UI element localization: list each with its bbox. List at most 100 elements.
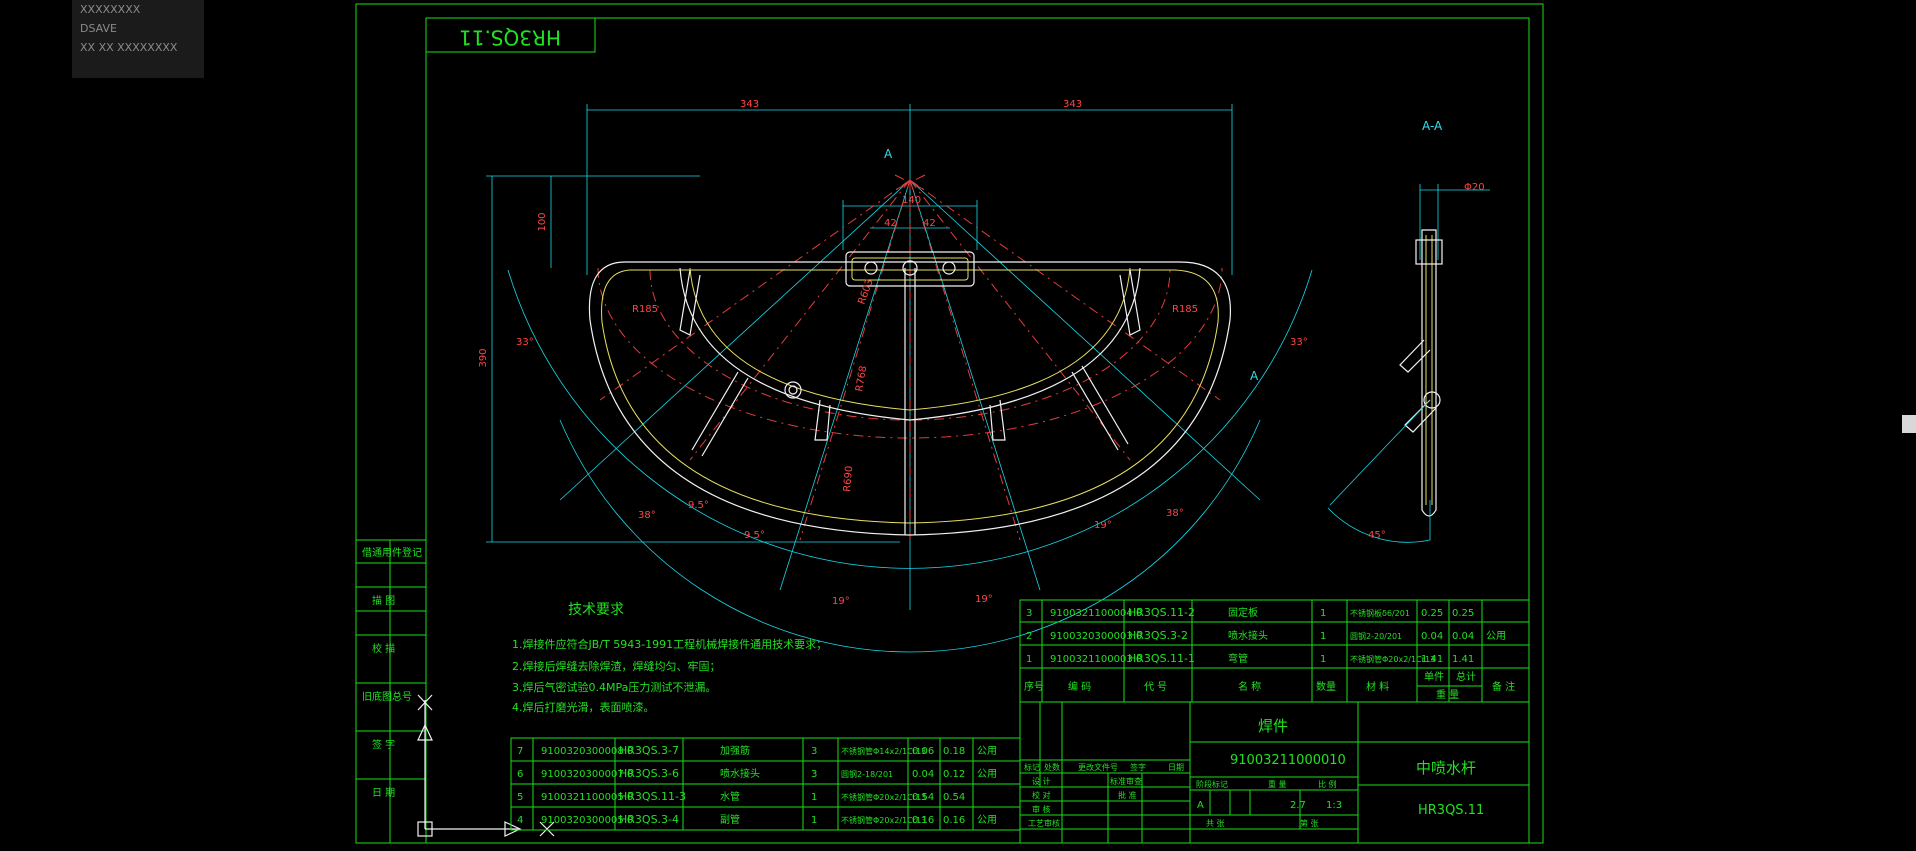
svg-text:3: 3 <box>1026 608 1032 619</box>
svg-text:圆钢2-18/201: 圆钢2-18/201 <box>841 769 893 779</box>
svg-text:9100321100005 0: 9100321100005 0 <box>541 792 633 803</box>
r768: R768 <box>854 365 869 393</box>
svg-text:HR3QS.11-1: HR3QS.11-1 <box>1128 652 1195 665</box>
angle-9-5-b: 9.5° <box>744 530 765 541</box>
svg-text:总计: 总计 <box>1456 670 1476 683</box>
svg-text:1: 1 <box>1320 631 1326 642</box>
svg-text:标记: 标记 <box>1024 762 1040 772</box>
svg-text:9100320300005 0: 9100320300005 0 <box>541 815 633 826</box>
r185-right: R185 <box>1172 304 1198 315</box>
overlay-line-3: XX XX XXXXXXXX <box>80 41 178 54</box>
svg-text:HR3QS.11-3: HR3QS.11-3 <box>619 790 686 803</box>
svg-text:9100320300003 0: 9100320300003 0 <box>1050 631 1142 642</box>
angle-33-left: 33° <box>516 337 534 348</box>
angle-38-left: 38° <box>638 510 656 521</box>
scrollbar-thumb[interactable] <box>1902 415 1916 433</box>
bom-upper-row-2: 1 9100321100003 0 HR3QS.11-1 弯管 1 不锈钢管Φ2… <box>1026 652 1474 665</box>
section-marker-top: A <box>884 147 893 161</box>
angle-38-right: 38° <box>1166 508 1184 519</box>
svg-text:HR3QS.3-4: HR3QS.3-4 <box>619 813 679 826</box>
angle-45: 45° <box>1368 530 1386 541</box>
dim-42-left: 42 <box>884 218 897 229</box>
command-overlay: XXXXXXXX DSAVE XX XX XXXXXXXX <box>72 0 204 78</box>
left-label-2: 校 描 <box>372 642 395 655</box>
svg-text:0.06: 0.06 <box>912 746 934 757</box>
tech-item-4: 4.焊后打磨光滑，表面喷漆。 <box>512 700 655 714</box>
svg-text:公用: 公用 <box>977 769 997 780</box>
svg-text:喷水接头: 喷水接头 <box>1228 629 1268 642</box>
left-label-3: 旧底图总号 <box>362 690 412 703</box>
dim-d20: Φ20 <box>1464 182 1485 193</box>
angle-19-b: 19° <box>975 594 993 605</box>
svg-text:0.25: 0.25 <box>1421 608 1443 619</box>
svg-text:1: 1 <box>811 792 817 803</box>
svg-text:校 对: 校 对 <box>1032 790 1051 800</box>
svg-text:4: 4 <box>517 815 523 826</box>
left-label-1: 描 图 <box>372 594 395 607</box>
svg-text:2: 2 <box>1026 631 1032 642</box>
svg-text:代 号: 代 号 <box>1144 681 1167 693</box>
bom-upper-row-1: 2 9100320300003 0 HR3QS.3-2 喷水接头 1 圆钢2-2… <box>1026 629 1506 642</box>
part-outline: R185 R185 R603 R768 R690 A A <box>588 147 1259 536</box>
bom-lower-row-0: 7 9100320300008 0 HR3QS.3-7 加强筋 3 不锈钢管Φ1… <box>517 744 997 757</box>
section-marker-right: A <box>1250 369 1259 383</box>
dim-343-left: 343 <box>740 99 759 110</box>
angle-33-right: 33° <box>1290 337 1308 348</box>
svg-text:0.54: 0.54 <box>912 792 934 803</box>
bom-lower-row-3: 4 9100320300005 0 HR3QS.3-4 副管 1 不锈钢管Φ20… <box>517 813 997 826</box>
bom-upper-row-0: 3 9100321100004 0 HR3QS.11-2 固定板 1 不锈钢板δ… <box>1026 606 1474 619</box>
svg-text:7: 7 <box>517 746 523 757</box>
tech-item-1: 1.焊接件应符合JB/T 5943-1991工程机械焊接件通用技术要求； <box>512 637 827 651</box>
svg-text:更改文件号: 更改文件号 <box>1078 762 1118 772</box>
tech-item-3: 3.焊后气密试验0.4MPa压力测试不泄漏。 <box>512 680 716 694</box>
svg-text:阶段标记: 阶段标记 <box>1196 779 1228 789</box>
svg-text:0.04: 0.04 <box>912 769 934 780</box>
svg-text:0.16: 0.16 <box>912 815 934 826</box>
svg-text:设 计: 设 计 <box>1032 776 1051 786</box>
tech-title: 技术要求 <box>568 602 624 618</box>
svg-text:9100320300008 0: 9100320300008 0 <box>541 746 633 757</box>
svg-text:共 张: 共 张 <box>1206 819 1225 828</box>
svg-text:批 准: 批 准 <box>1118 790 1137 800</box>
svg-text:0.25: 0.25 <box>1452 608 1474 619</box>
tb-scale: 1:3 <box>1326 800 1342 811</box>
dim-343-right: 343 <box>1063 99 1082 110</box>
svg-text:公用: 公用 <box>977 746 997 757</box>
svg-text:日期: 日期 <box>1168 763 1184 772</box>
svg-text:编 码: 编 码 <box>1068 680 1091 693</box>
tb-drawing-name: 中喷水杆 <box>1416 759 1476 777</box>
svg-text:弯管: 弯管 <box>1228 652 1248 665</box>
svg-text:圆钢2-20/201: 圆钢2-20/201 <box>1350 631 1402 641</box>
tb-part-code: 91003211000010 <box>1230 753 1346 768</box>
svg-text:标准审查: 标准审查 <box>1110 776 1142 786</box>
sheet-border <box>355 3 1544 844</box>
bom-lower-row-2: 5 9100321100005 0 HR3QS.11-3 水管 1 不锈钢管Φ2… <box>517 790 965 803</box>
svg-text:材 料: 材 料 <box>1366 680 1389 693</box>
tech-requirements: 技术要求 1.焊接件应符合JB/T 5943-1991工程机械焊接件通用技术要求… <box>512 602 827 714</box>
svg-text:单件: 单件 <box>1424 671 1444 683</box>
svg-text:5: 5 <box>517 792 523 803</box>
svg-text:0.04: 0.04 <box>1452 631 1474 642</box>
dim-100: 100 <box>537 212 548 231</box>
svg-text:3: 3 <box>811 769 817 780</box>
svg-text:1: 1 <box>811 815 817 826</box>
svg-text:第 张: 第 张 <box>1300 818 1319 828</box>
svg-text:1.41: 1.41 <box>1421 654 1443 665</box>
svg-text:不锈钢管Φ20x2/1Cr13: 不锈钢管Φ20x2/1Cr13 <box>841 792 926 802</box>
svg-text:处数: 处数 <box>1044 762 1060 772</box>
left-label-4: 签 字 <box>372 738 395 751</box>
overlay-line-2[interactable]: DSAVE <box>80 22 117 35</box>
svg-text:HR3QS.11-2: HR3QS.11-2 <box>1128 606 1195 619</box>
svg-text:6: 6 <box>517 769 523 780</box>
top-title-tag <box>425 17 596 53</box>
bom-lower-row-1: 6 9100320300007 0 HR3QS.3-6 喷水接头 3 圆钢2-1… <box>517 767 997 780</box>
svg-text:签字: 签字 <box>1130 762 1146 772</box>
tech-item-2: 2.焊接后焊缝去除焊渣，焊缝均匀、牢固； <box>512 659 721 673</box>
title-block: 焊件 91003211000010 中喷水杆 HR3QS.11 A 2.7 1:… <box>1019 701 1530 844</box>
r690: R690 <box>842 465 855 492</box>
left-label-5: 日 期 <box>372 787 395 799</box>
section-label: A-A <box>1422 119 1443 133</box>
bom-lower-table: 7 9100320300008 0 HR3QS.3-7 加强筋 3 不锈钢管Φ1… <box>510 737 1021 831</box>
